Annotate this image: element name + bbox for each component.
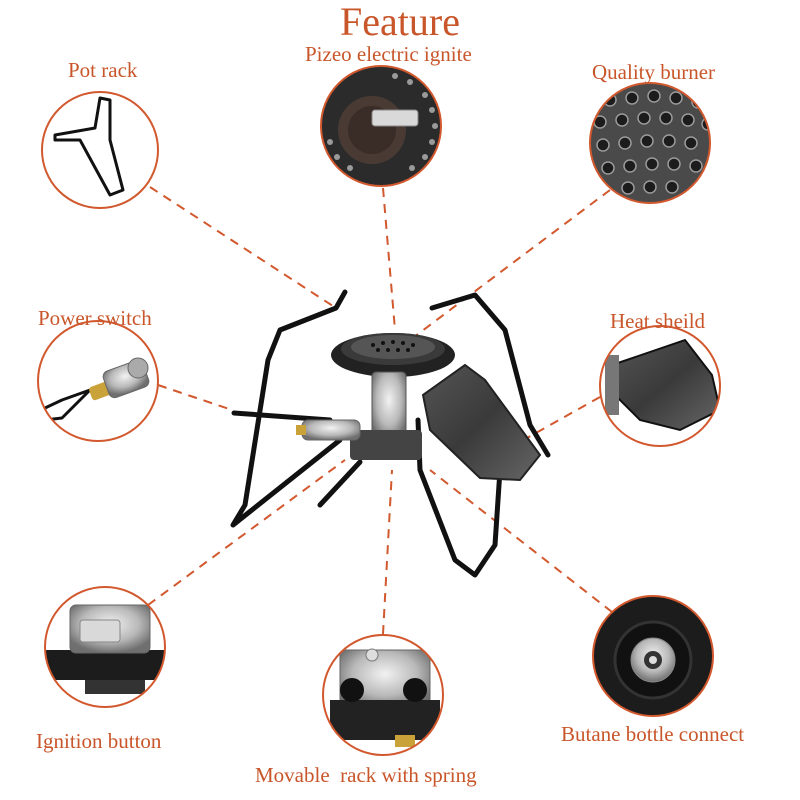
ignition-button-inset (44, 586, 166, 708)
stove-illustration (230, 289, 551, 578)
power-switch-inset (37, 320, 159, 442)
heat-shield-inset (599, 325, 721, 447)
leader-pot-rack (149, 186, 337, 309)
leader-piezo (382, 187, 396, 331)
burner-inset (589, 82, 711, 204)
leader-heat (526, 396, 601, 439)
label-butane-connect: Butane bottle connect (561, 722, 745, 746)
label-piezo-ignite: Pizeo electric ignite (305, 42, 472, 66)
label-movable-rack: Movable rack with spring (255, 763, 477, 787)
piezo-inset (320, 65, 442, 187)
page-title: Feature (340, 0, 460, 44)
pot-rack-inset (41, 91, 159, 209)
leader-ignition (147, 459, 346, 606)
movable-rack-inset (322, 634, 444, 756)
butane-connect-inset (592, 595, 714, 717)
leader-movable (382, 469, 393, 635)
label-ignition-button: Ignition button (36, 729, 162, 753)
leader-lines (147, 186, 613, 635)
label-pot-rack: Pot rack (68, 58, 138, 82)
leader-butane (429, 469, 613, 613)
label-power-switch: Power switch (38, 306, 152, 330)
leader-burner (409, 189, 611, 341)
label-quality-burner: Quality burner (592, 60, 716, 84)
leader-power (157, 384, 233, 411)
label-heat-shield: Heat sheild (610, 309, 706, 333)
